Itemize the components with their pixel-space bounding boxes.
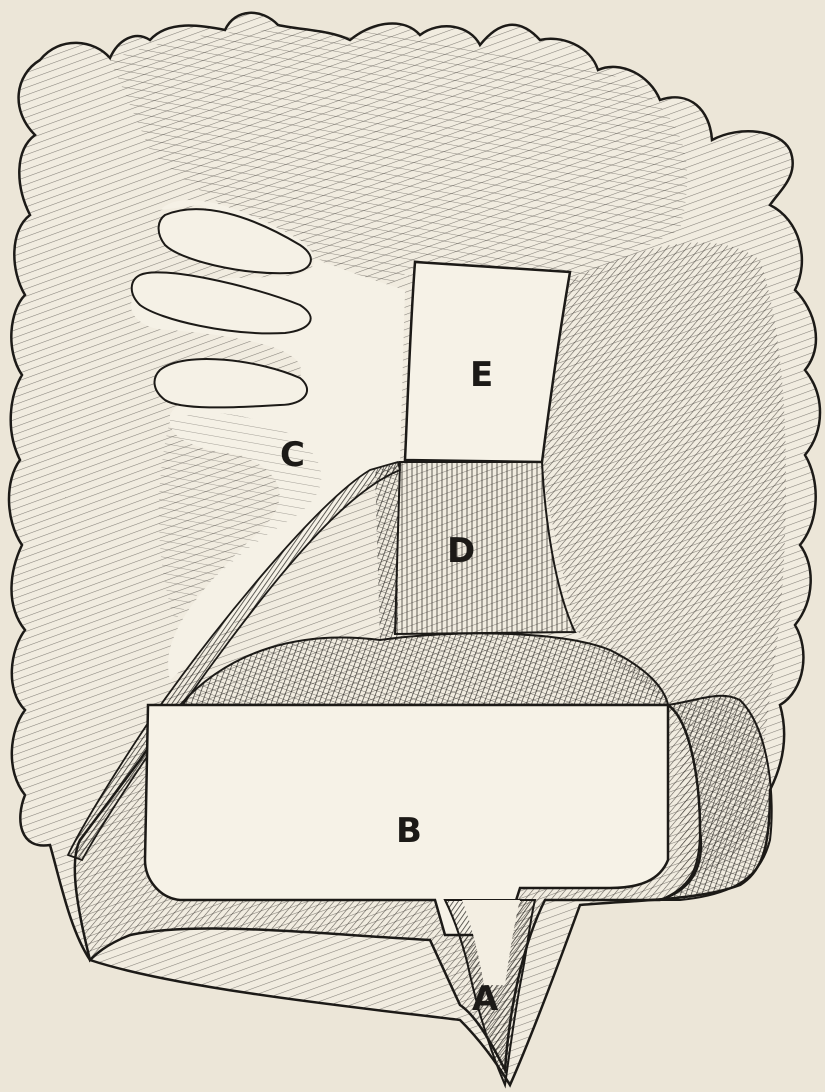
label-e: E xyxy=(470,355,493,395)
label-a: A xyxy=(472,979,499,1019)
label-b: B xyxy=(396,811,422,851)
label-c: C xyxy=(280,435,305,475)
label-d: D xyxy=(447,531,475,571)
